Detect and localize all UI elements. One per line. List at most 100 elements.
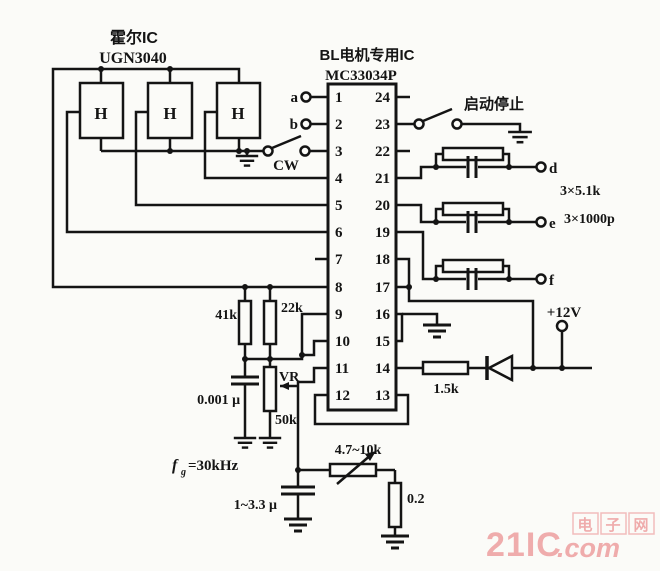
capacitor-0u001 [231,375,259,386]
label-50k: 50k [275,413,297,428]
label-a: a [291,90,299,106]
resistor-41k [237,299,253,346]
main-ic-title: BL电机专用IC [320,46,415,64]
ground-icon [233,436,257,449]
rc-network-f [441,258,505,290]
terminals [300,91,569,333]
resistor-adjustable-4k7-10k [328,451,378,485]
terminal-f [535,273,547,285]
pin-number: 19 [375,225,390,241]
ic-pin-numbers-left: 1 2 3 4 5 6 7 8 9 10 11 12 [335,90,350,404]
pin-number: 9 [335,307,343,323]
label-rc-capacitors: 3×1000p [564,212,615,227]
ic-pin-numbers-right: 24 23 22 21 20 19 18 17 16 15 14 13 [375,90,391,404]
hall-sensor-1: H [78,81,125,140]
pin-number: 21 [375,171,390,187]
start-stop-switch [413,107,463,130]
label-adj-resistor: 4.7~10k [335,443,382,458]
pin-number: 16 [375,307,391,323]
label-freq-sub: g [180,467,186,478]
terminal-b [300,118,312,130]
hall-ic-title: 霍尔IC [110,28,158,47]
watermark: 21IC .com 电 子 网 [486,512,655,564]
pin-number: 5 [335,198,343,214]
pin-number: 24 [375,90,391,106]
pin-number: 15 [375,334,390,350]
junction-dots [98,66,565,473]
wiper-arrow [280,382,289,390]
pin-number: 14 [375,361,391,377]
label-1-3u3: 1~3.3 μ [234,498,277,513]
resistor-1k5 [421,360,470,376]
rc-network-d [441,146,505,178]
label-rc-resistors: 3×5.1k [560,184,600,199]
ground-icon [381,534,409,550]
label-d: d [549,161,558,177]
watermark-brand: 21IC [486,526,562,564]
label-22k: 22k [281,301,303,316]
terminal-d [535,161,547,173]
pin-number: 10 [335,334,350,350]
hall-ic-part-number: UGN3040 [99,50,167,67]
pin-number: 13 [375,388,390,404]
capacitor-1-3u3 [281,485,315,496]
pin-number: 18 [375,252,390,268]
watermark-cn-3: 网 [633,517,648,534]
pin-number: 8 [335,280,343,296]
pin-number: 11 [335,361,349,377]
ground-icon [423,323,451,339]
pin-number: 1 [335,90,343,106]
watermark-suffix: .com [557,533,620,563]
watermark-cn-2: 子 [605,517,620,534]
pin-number: 2 [335,117,343,133]
pin-number: 7 [335,252,343,268]
ground-icon [258,436,282,449]
pin-number: 17 [375,280,391,296]
label-freq-value: =30kHz [188,458,239,474]
label-freq-f: f [172,457,179,474]
label-cw: CW [273,158,299,174]
label-41k: 41k [215,308,237,323]
label-0u001: 0.001 μ [197,393,240,408]
label-f: f [549,273,555,289]
ground-icon [235,154,259,167]
watermark-cn-1: 电 [577,516,592,534]
wires [51,67,592,535]
terminal-a [300,91,312,103]
label-b: b [290,117,298,133]
pin-number: 20 [375,198,390,214]
hall-label: H [94,104,107,123]
pin-number: 6 [335,225,343,241]
label-start-stop: 启动停止 [464,95,524,113]
label-12v: +12V [547,305,582,321]
main-ic [326,82,398,412]
hall-sensor-3: H [215,81,262,140]
ground-symbols [233,130,532,550]
label-vr: VR [279,370,300,385]
ground-icon [508,130,532,144]
hall-label: H [163,104,176,123]
pin-number: 23 [375,117,390,133]
watermark-boxes [572,512,655,535]
adjust-arrow [365,451,376,461]
potentiometer-vr-50k [262,365,289,413]
hall-sensor-2: H [146,81,194,140]
hall-label: H [231,104,244,123]
ground-icon [284,517,312,533]
label-1k5: 1.5k [433,382,459,397]
resistor-22k [262,299,278,346]
main-ic-part-number: MC33034P [325,68,397,84]
resistor-0r2 [387,481,403,529]
pin-number: 22 [375,144,390,160]
terminal-12v [555,319,569,333]
terminal-e [535,216,547,228]
label-0r2: 0.2 [407,492,425,507]
label-e: e [549,216,556,232]
pin-number: 4 [335,171,343,187]
diode [485,353,514,383]
cw-switch [262,134,311,157]
pin-number: 12 [335,388,350,404]
rc-network-e [441,201,505,233]
